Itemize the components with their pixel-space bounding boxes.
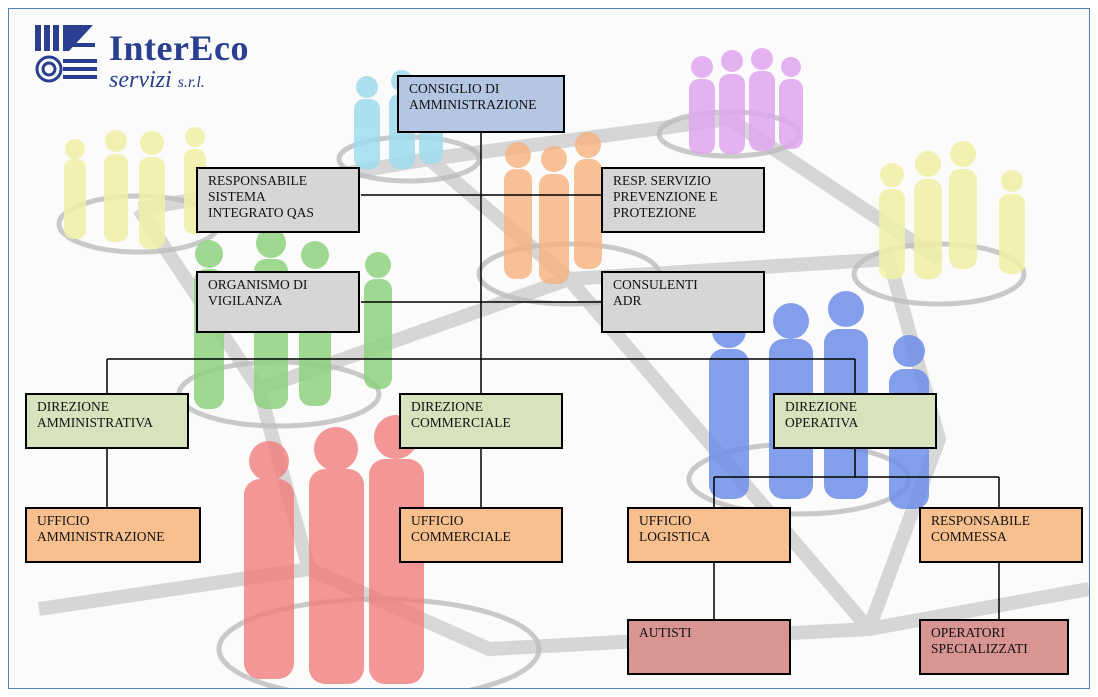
node-direzione-amministrativa: DIREZIONE AMMINISTRATIVA — [25, 393, 197, 457]
node-consulenti-adr: CONSULENTI ADR — [601, 271, 773, 341]
org-chart-frame: InterEco servizi s.r.l. CONSIGLIO DI AMM… — [8, 8, 1090, 689]
node-ufficio-amministrazione: UFFICIO AMMINISTRAZIONE — [25, 507, 209, 571]
company-logo: InterEco servizi s.r.l. — [33, 23, 283, 93]
node-responsabile-sistema-integrato: RESPONSABILE SISTEMA INTEGRATO QAS — [196, 167, 368, 241]
node-operatori-specializzati: OPERATORI SPECIALIZZATI — [919, 619, 1077, 683]
node-organismo-di-vigilanza: ORGANISMO DI VIGILANZA — [196, 271, 368, 341]
logo-subtitle: servizi s.r.l. — [109, 67, 205, 93]
node-direzione-commerciale: DIREZIONE COMMERCIALE — [399, 393, 571, 457]
intereco-logo-icon — [35, 25, 97, 83]
network-people-illustration — [37, 48, 1089, 688]
node-responsabile-commessa: RESPONSABILE COMMESSA — [919, 507, 1089, 571]
node-consiglio-di-amministrazione: CONSIGLIO DI AMMINISTRAZIONE — [397, 75, 573, 141]
node-autisti: AUTISTI — [627, 619, 799, 683]
logo-brand-name: InterEco — [109, 28, 249, 68]
org-chart-connectors — [106, 131, 1000, 619]
node-resp-servizio-prevenzione: RESP. SERVIZIO PREVENZIONE E PROTEZIONE — [601, 167, 773, 241]
node-ufficio-logistica: UFFICIO LOGISTICA — [627, 507, 799, 571]
node-direzione-operativa: DIREZIONE OPERATIVA — [773, 393, 945, 457]
node-ufficio-commerciale: UFFICIO COMMERCIALE — [399, 507, 571, 571]
